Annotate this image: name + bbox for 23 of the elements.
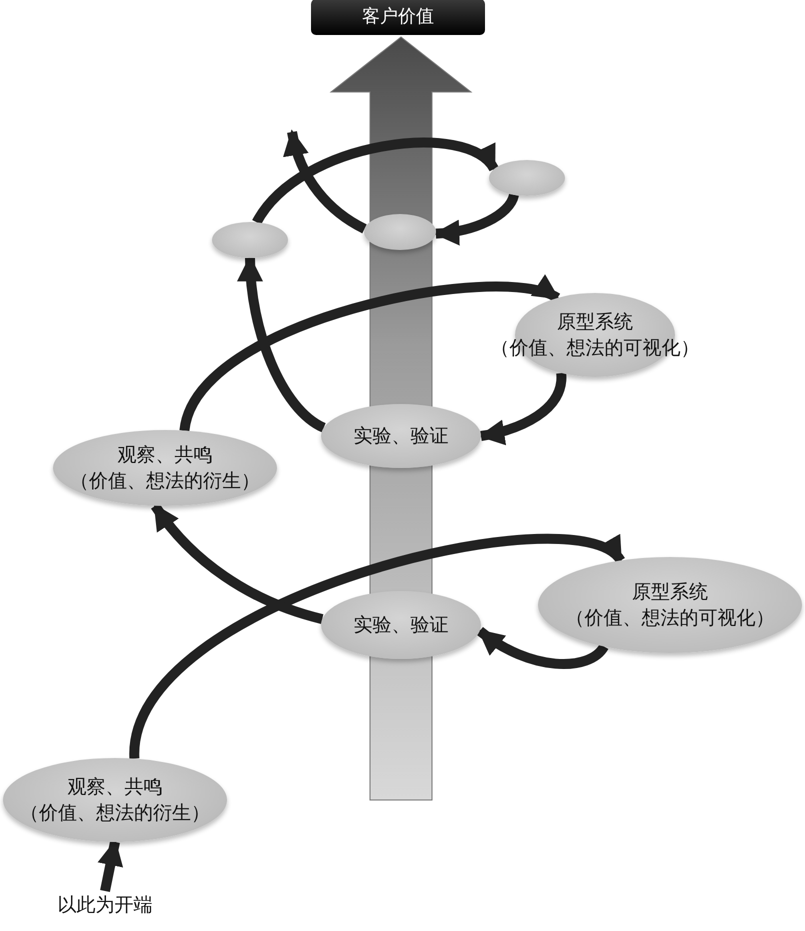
stage-subtitle: （价值、想法的可视化） (566, 606, 774, 631)
stage-title: 观察、共鸣 (118, 443, 212, 468)
stage-title: 实验、验证 (354, 424, 448, 449)
curved-arrow (433, 193, 519, 245)
start-note: 以此为开端 (58, 893, 152, 918)
curved-arrow (180, 277, 560, 432)
empty-ellipse (489, 160, 565, 196)
stage-subtitle: （价值、想法的衍生） (70, 469, 260, 494)
curved-arrow (478, 373, 566, 445)
start-arrow (98, 839, 124, 892)
stage-subtitle: （价值、想法的衍生） (20, 801, 210, 826)
stage-title: 观察、共鸣 (68, 775, 162, 800)
curved-arrow (129, 534, 624, 760)
curved-arrow (238, 255, 326, 432)
curved-arrow (151, 503, 324, 624)
stage-title: 实验、验证 (354, 613, 448, 638)
empty-ellipse (212, 222, 288, 258)
title-text: 客户价值 (362, 5, 434, 29)
stage-title: 原型系统 (632, 580, 708, 605)
stage-subtitle: （价值、想法的可视化） (490, 336, 700, 361)
title-box (311, 0, 485, 35)
curved-arrow (284, 129, 367, 234)
stage-title: 原型系统 (557, 310, 633, 335)
